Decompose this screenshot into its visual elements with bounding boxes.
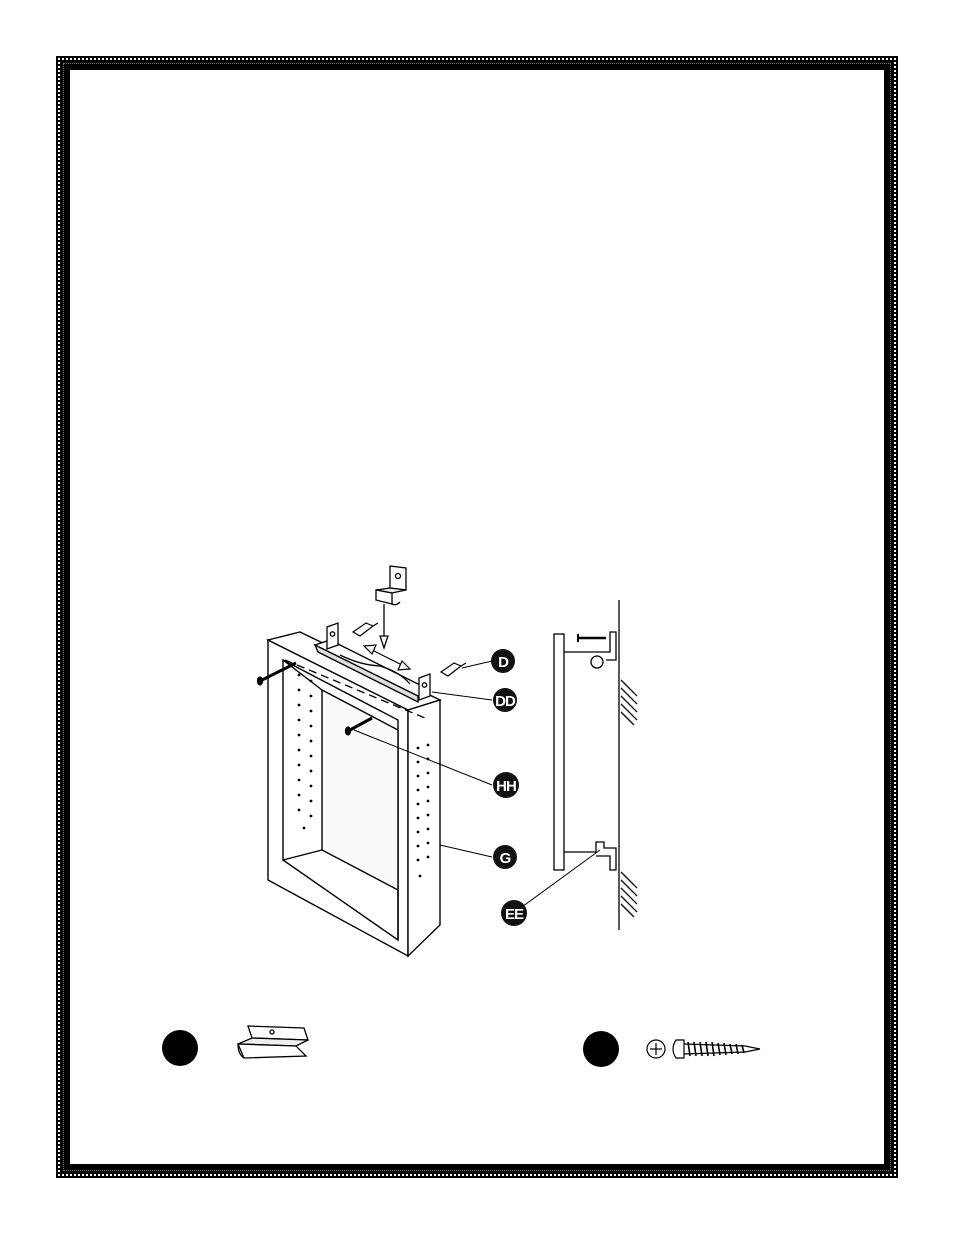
z-bracket-part [376,566,406,648]
callout-ee: EE [501,900,527,926]
callout-dd-label: DD [495,693,516,710]
callout-g: G [493,845,517,869]
callout-d: D [491,649,515,673]
callout-hh: HH [493,772,519,798]
wall-anchor-left [353,623,378,636]
callout-g-label: G [500,850,511,867]
z-bracket-icon [238,1026,308,1058]
wall-anchor-right [441,663,466,676]
pan-head-screw-icon [647,1040,760,1058]
legend-right-badge [583,1031,619,1067]
legend-left-badge [162,1030,198,1066]
cabinet-frame [268,632,440,956]
callout-hh-label: HH [496,778,516,795]
side-section-view [554,600,637,930]
callout-dd: DD [493,688,517,712]
callout-ee-label: EE [505,906,524,923]
callout-d-label: D [498,654,509,671]
